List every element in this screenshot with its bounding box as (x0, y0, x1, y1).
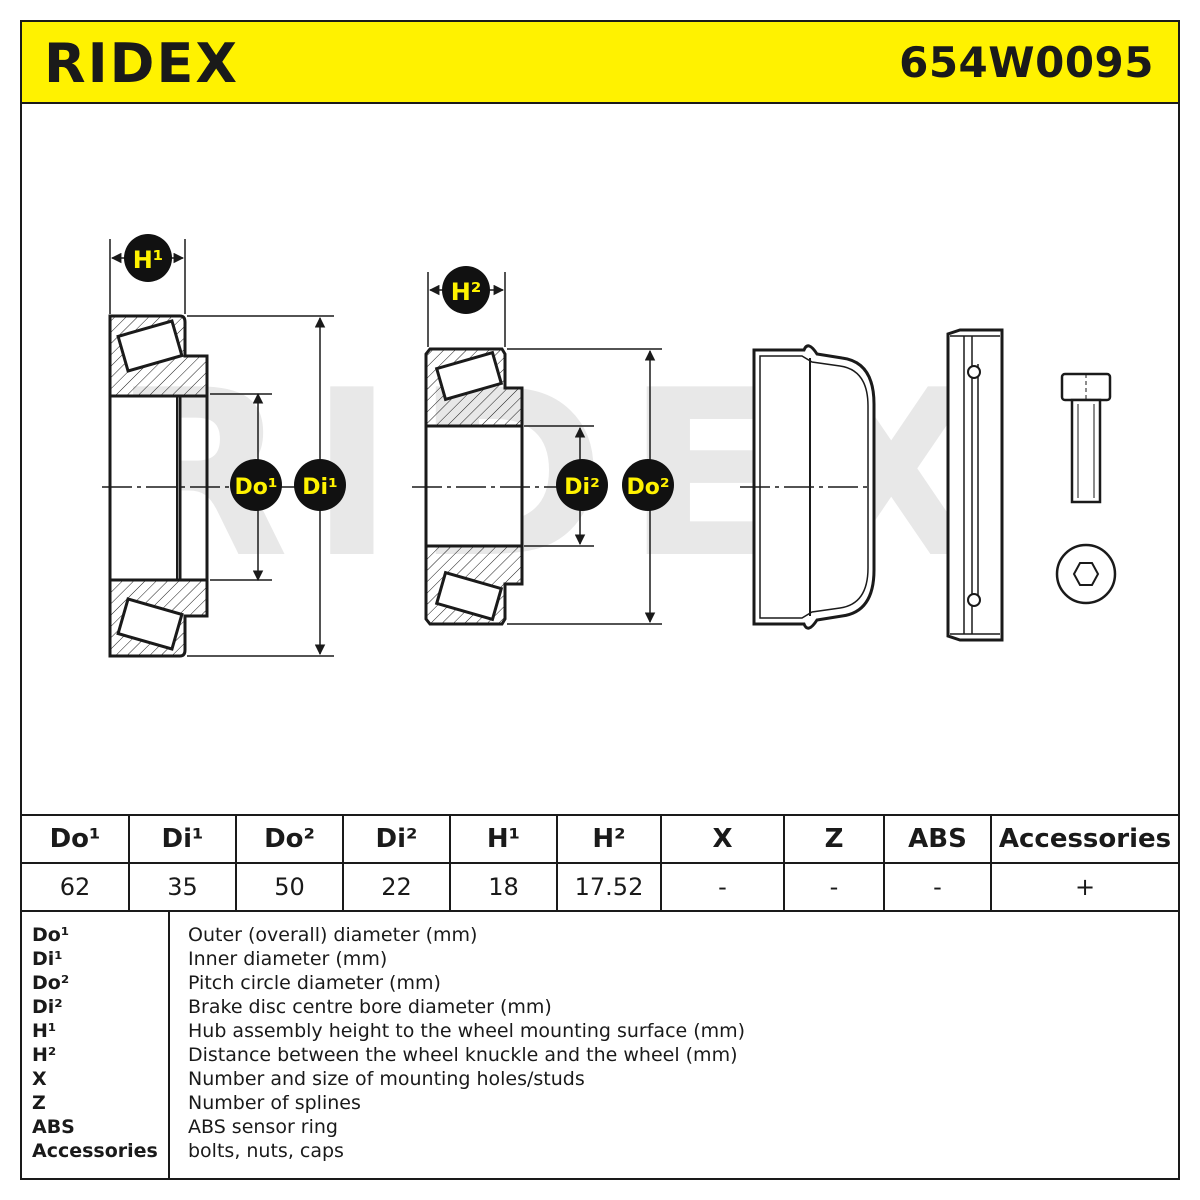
legend-item: Do¹ Outer (overall) diameter (mm) (22, 924, 1178, 948)
legend: Do¹ Outer (overall) diameter (mm) Di¹ In… (22, 910, 1178, 1178)
header-bar: RIDEX 654W0095 (22, 22, 1178, 104)
legend-key: H² (32, 1044, 57, 1066)
legend-item: ABS ABS sensor ring (22, 1116, 1178, 1140)
legend-item: Accessories bolts, nuts, caps (22, 1140, 1178, 1164)
legend-key: ABS (32, 1116, 75, 1138)
grease-cap (740, 344, 876, 630)
do1-label: Do¹ (234, 475, 277, 500)
legend-desc: Distance between the wheel knuckle and t… (188, 1044, 738, 1066)
legend-desc: Number and size of mounting holes/studs (188, 1068, 585, 1090)
value-accessories: + (990, 862, 1178, 912)
bearing-2 (412, 347, 582, 626)
di1-badge (294, 459, 346, 511)
bolt-head-top-view (1055, 543, 1117, 605)
legend-item: H² Distance between the wheel knuckle an… (22, 1044, 1178, 1068)
technical-drawing: RIDEX H¹ Do¹ Di¹ (102, 234, 1117, 658)
h1-label: H¹ (133, 246, 164, 274)
legend-key: X (32, 1068, 47, 1090)
legend-desc: ABS sensor ring (188, 1116, 338, 1138)
brand-logo-text: RIDEX (44, 32, 239, 95)
legend-desc: bolts, nuts, caps (188, 1140, 344, 1162)
h2-label: H² (451, 278, 482, 306)
legend-item: Z Number of splines (22, 1092, 1178, 1116)
legend-key: Do¹ (32, 924, 70, 946)
value-di2: 22 (342, 862, 451, 912)
value-h2: 17.52 (556, 862, 662, 912)
h1-badge (124, 234, 172, 282)
legend-item: Di² Brake disc centre bore diameter (mm) (22, 996, 1178, 1020)
legend-key: H¹ (32, 1020, 57, 1042)
product-sheet: RIDEX 654W0095 RIDEX (20, 20, 1180, 1180)
do2-label: Do² (626, 475, 669, 500)
di2-badge (556, 459, 608, 511)
spec-table-value-row: 62 35 50 22 18 17.52 - - - + (22, 862, 1178, 912)
legend-divider (168, 910, 170, 1178)
value-do1: 62 (22, 862, 130, 912)
value-h1: 18 (449, 862, 558, 912)
shaft-seal (946, 328, 1004, 642)
header-abs: ABS (883, 814, 992, 864)
legend-key: Z (32, 1092, 46, 1114)
legend-desc: Outer (overall) diameter (mm) (188, 924, 478, 946)
legend-desc: Inner diameter (mm) (188, 948, 388, 970)
legend-item: X Number and size of mounting holes/stud… (22, 1068, 1178, 1092)
legend-key: Di² (32, 996, 63, 1018)
header-di2: Di² (342, 814, 451, 864)
legend-item: Do² Pitch circle diameter (mm) (22, 972, 1178, 996)
legend-desc: Pitch circle diameter (mm) (188, 972, 441, 994)
value-z: - (783, 862, 885, 912)
di2-label: Di² (564, 475, 599, 500)
legend-key: Di¹ (32, 948, 63, 970)
cap-bolt (1060, 372, 1112, 504)
header-z: Z (783, 814, 885, 864)
legend-item: Di¹ Inner diameter (mm) (22, 948, 1178, 972)
value-abs: - (883, 862, 992, 912)
value-do2: 50 (235, 862, 344, 912)
di1-label: Di¹ (302, 475, 337, 500)
header-do1: Do¹ (22, 814, 130, 864)
header-accessories: Accessories (990, 814, 1178, 864)
legend-item: H¹ Hub assembly height to the wheel moun… (22, 1020, 1178, 1044)
h2-badge (442, 266, 490, 314)
header-di1: Di¹ (128, 814, 237, 864)
do1-badge (230, 459, 282, 511)
header-do2: Do² (235, 814, 344, 864)
legend-desc: Brake disc centre bore diameter (mm) (188, 996, 552, 1018)
legend-desc: Number of splines (188, 1092, 361, 1114)
value-x: - (660, 862, 785, 912)
value-di1: 35 (128, 862, 237, 912)
bearing-1 (102, 314, 322, 658)
header-x: X (660, 814, 785, 864)
legend-key: Accessories (32, 1140, 158, 1162)
header-h2: H² (556, 814, 662, 864)
part-number: 654W0095 (899, 38, 1154, 87)
ridex-logo: RIDEX (44, 32, 239, 95)
legend-desc: Hub assembly height to the wheel mountin… (188, 1020, 746, 1042)
header-h1: H¹ (449, 814, 558, 864)
legend-key: Do² (32, 972, 70, 994)
spec-table: Do¹ Di¹ Do² Di² H¹ H² X Z ABS Accessorie… (22, 814, 1178, 912)
spec-table-header-row: Do¹ Di¹ Do² Di² H¹ H² X Z ABS Accessorie… (22, 814, 1178, 864)
do2-badge (622, 459, 674, 511)
